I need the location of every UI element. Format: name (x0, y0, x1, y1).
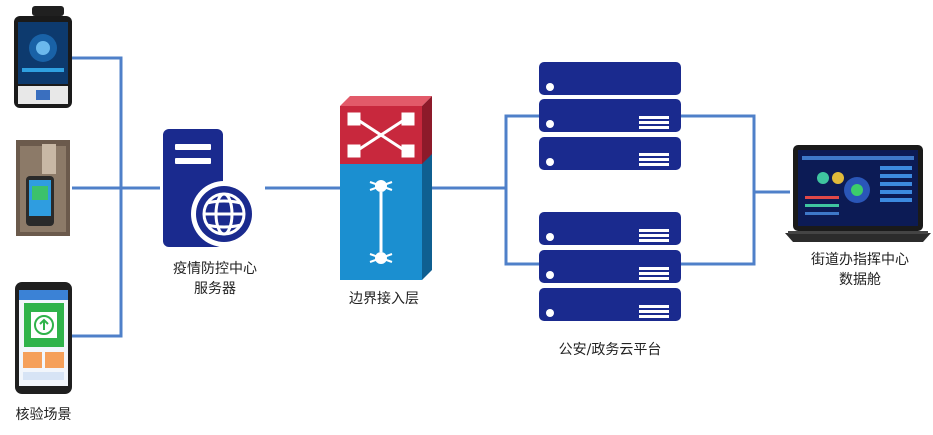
cloud-server-stack-top (539, 62, 681, 170)
device-bus-line (72, 56, 123, 338)
label-command-center-line1: 街道办指挥中心 (811, 252, 909, 268)
label-verification-scene: 核验场景 (15, 407, 72, 423)
connector-lines (72, 56, 790, 338)
label-epidemic-server-line1: 疫情防控中心 (173, 261, 257, 277)
handheld-scanner-icon (16, 140, 70, 236)
label-cloud-platform: 公安/政务云平台 (558, 342, 662, 358)
cloud-right-bus-line (681, 114, 756, 266)
label-epidemic-server: 疫情防控中心 服务器 (145, 259, 285, 299)
border-switch-icon (340, 96, 432, 280)
epidemic-server-icon (163, 129, 257, 247)
command-center-laptop-icon (785, 145, 931, 242)
cloud-left-bus-line (504, 114, 539, 266)
label-command-center-line2: 数据舱 (839, 272, 881, 288)
cloud-server-stack-bottom (539, 212, 681, 321)
label-border-access: 边界接入层 (349, 291, 419, 307)
face-recognition-terminal-icon (14, 6, 72, 108)
label-epidemic-server-line2: 服务器 (194, 281, 236, 297)
smartphone-health-code-icon (15, 282, 72, 394)
label-command-center: 街道办指挥中心 数据舱 (790, 250, 930, 290)
